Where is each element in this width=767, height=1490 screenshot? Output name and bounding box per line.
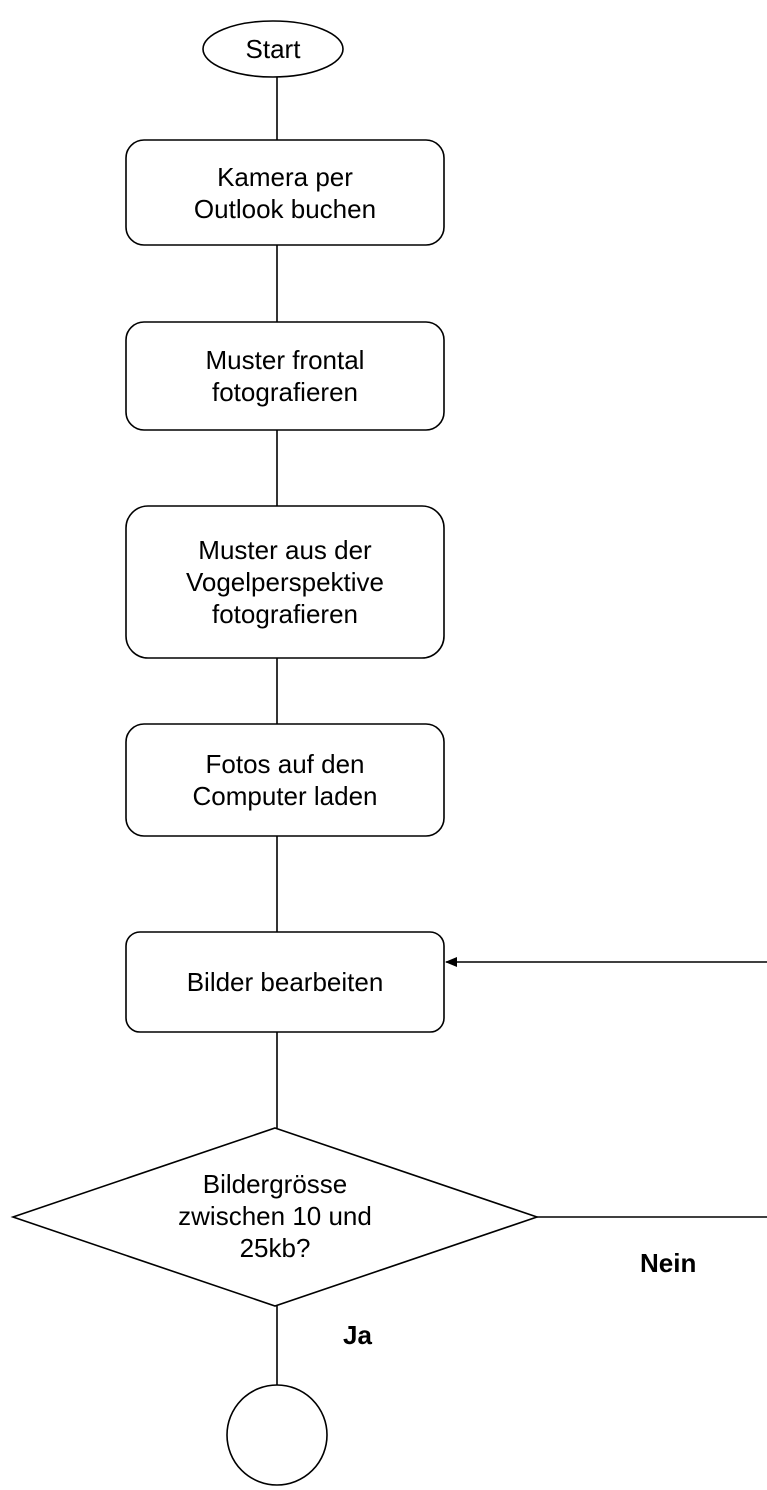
process-step-photograph-front <box>125 321 445 431</box>
edge-label-yes: Ja <box>343 1320 372 1350</box>
process-step-book-camera <box>125 139 445 246</box>
decision-diamond <box>10 1127 540 1307</box>
process-step-edit-images <box>125 931 445 1033</box>
process-step-photograph-top <box>125 505 445 659</box>
end-connector-circle <box>226 1384 328 1486</box>
edge-label-no: Nein <box>640 1248 697 1278</box>
start-terminator <box>202 20 344 78</box>
process-step-upload-photos <box>125 723 445 837</box>
